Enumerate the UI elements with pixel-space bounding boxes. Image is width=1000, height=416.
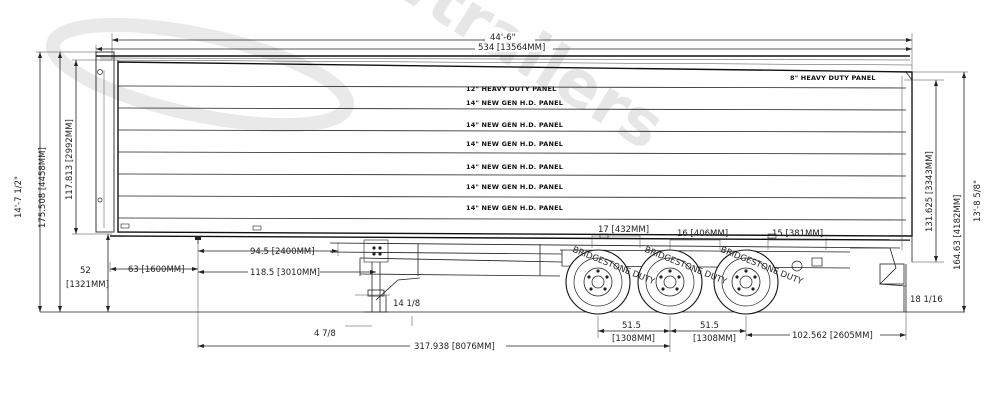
landing-gear-b: 118.5 [3010MM] bbox=[250, 268, 320, 278]
overall-length-ft: 44'-6" bbox=[490, 33, 516, 43]
axle-spread-1-mm: [1308MM] bbox=[612, 334, 655, 344]
trailer-body: 8" HEAVY DUTY PANEL 12" HEAVY DUTY PANEL… bbox=[95, 51, 913, 262]
overall-length-dimension: 44'-6" 534 [13564MM] bbox=[95, 32, 913, 70]
body-height: 117.813 [2992MM] bbox=[65, 119, 75, 200]
landing-gear-a: 94.5 [2400MM] bbox=[250, 247, 315, 257]
front-overhang: 63 [1600MM] bbox=[128, 265, 184, 275]
wheel-3 bbox=[713, 249, 779, 315]
ground-clearance: 52 bbox=[80, 266, 91, 276]
panel-label-1: 12" HEAVY DUTY PANEL bbox=[466, 85, 556, 93]
wheels: BRIDGESTONE DUTY BRIDGESTONE DUTY BRIDGE… bbox=[565, 245, 823, 315]
axle-spread-2-mm: [1308MM] bbox=[693, 334, 736, 344]
wheel-size-3: 15 [381MM] bbox=[772, 229, 823, 239]
panel-label-7: 14" NEW GEN H.D. PANEL bbox=[466, 204, 563, 212]
rear-bumper bbox=[850, 247, 907, 312]
wheel-size-2: 16 [406MM] bbox=[677, 229, 728, 239]
wheel-1 bbox=[565, 249, 631, 315]
kingpin-to-axle: 317.938 [8076MM] bbox=[414, 342, 495, 352]
panel-label-5: 14" NEW GEN H.D. PANEL bbox=[466, 163, 563, 171]
watermark: newtrailers bbox=[46, 0, 677, 165]
total-height-ft: 14'-7 1/2" bbox=[14, 176, 24, 218]
lower-dimensions: 94.5 [2400MM] 63 [1600MM] 118.5 [3010MM]… bbox=[109, 242, 943, 352]
panel-label-3: 14" NEW GEN H.D. PANEL bbox=[466, 121, 563, 129]
jack-height: 14 1/8 bbox=[393, 299, 420, 309]
right-height-dimensions: 131.625 [3343MM] 164.63 [4182MM] 13'-8 5… bbox=[904, 71, 983, 312]
rear-height-ft: 13'-8 5/8" bbox=[973, 180, 983, 222]
rear-body-height: 131.625 [3343MM] bbox=[925, 151, 935, 232]
left-height-dimensions: 14'-7 1/2" 175.508 [4458MM] 117.813 [299… bbox=[14, 51, 112, 312]
rear-overhang: 102.562 [2605MM] bbox=[792, 331, 873, 341]
panel-label-4: 14" NEW GEN H.D. PANEL bbox=[466, 140, 563, 148]
axle-spread-1: 51.5 bbox=[622, 321, 641, 331]
top-panel-label: 8" HEAVY DUTY PANEL bbox=[790, 74, 876, 82]
total-height: 175.508 [4458MM] bbox=[38, 147, 48, 228]
panel-label-2: 14" NEW GEN H.D. PANEL bbox=[466, 99, 563, 107]
jack-foot: 4 7/8 bbox=[314, 329, 336, 339]
axle-spread-2: 51.5 bbox=[700, 321, 719, 331]
rear-height: 164.63 [4182MM] bbox=[953, 195, 963, 270]
chassis bbox=[109, 235, 911, 313]
overall-length: 534 [13564MM] bbox=[478, 43, 545, 53]
wheel-size-1: 17 [432MM] bbox=[598, 225, 649, 235]
landing-gear bbox=[364, 262, 421, 313]
ground-clearance-mm: [1321MM] bbox=[66, 280, 109, 290]
wheel-size-labels: 17 [432MM] 16 [406MM] 15 [381MM] bbox=[591, 225, 827, 250]
rear-clearance: 18 1/16 bbox=[910, 295, 943, 305]
panel-label-6: 14" NEW GEN H.D. PANEL bbox=[466, 183, 563, 191]
